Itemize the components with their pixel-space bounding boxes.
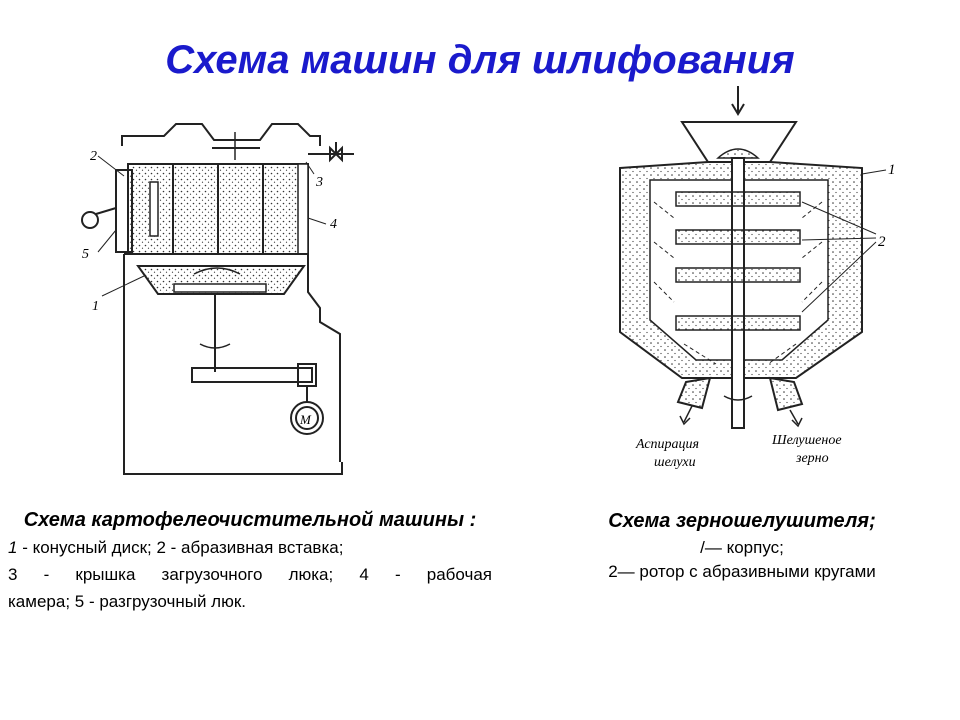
abrasive-discs [675, 191, 801, 331]
grain-huller-caption-title: Схема зерношелушителя; [608, 510, 876, 532]
working-chamber [127, 163, 309, 255]
potato-peeler-caption: Схема картофелеочистительной машины : 1 … [8, 506, 492, 615]
motor-label: M [299, 412, 312, 427]
caption-line-1-number: 1 [8, 538, 18, 557]
unloading-hatch [81, 169, 133, 253]
aspiration-label-line2: шелухи [654, 455, 696, 470]
water-valve [308, 142, 354, 163]
callout-label-1: 1 [888, 162, 896, 178]
grain-huller-diagram: 1 2 Аспирация шелухи Шелушеное зерно [600, 82, 900, 482]
conical-disc [136, 265, 306, 295]
caption-line-2: 3 - крышка загрузочного люка; 4 - рабоча… [8, 565, 492, 584]
callout-lines [97, 155, 327, 297]
callout-label-1: 1 [92, 299, 99, 314]
aspiration-outlet [676, 376, 712, 410]
caption-line-1: /— корпус; [700, 538, 784, 557]
potato-peeler-caption-title: Схема картофелеочистительной машины : [23, 509, 477, 531]
flow-arrows [653, 201, 823, 365]
caption-line-1-text: - конусный диск; 2 - абразивная вставка; [17, 538, 344, 557]
caption-line-3: камера; 5 - разгрузочный люк. [8, 592, 246, 611]
drive-shaft [191, 294, 324, 435]
potato-peeler-diagram: M 2 3 4 5 1 [72, 112, 372, 484]
callout-label-2: 2 [90, 149, 97, 164]
callout-label-4: 4 [330, 217, 337, 232]
grain-label-line2: зерно [795, 451, 829, 466]
grain-label-line1: Шелушеное [771, 433, 842, 448]
page-title: Схема машин для шлифования [165, 38, 795, 82]
callout-label-2: 2 [878, 234, 886, 250]
grain-outlet [768, 376, 804, 412]
callout-label-5: 5 [82, 247, 89, 262]
callout-label-3: 3 [315, 175, 323, 190]
loading-hatch-lid [121, 123, 321, 160]
machine-housing [123, 253, 343, 475]
outlet-arrows [679, 405, 803, 428]
callout-lines [801, 169, 887, 313]
caption-line-2: 2— ротор с абразивными кругами [608, 562, 876, 581]
aspiration-label-line1: Аспирация [635, 437, 699, 452]
rotor-shaft [716, 148, 760, 429]
caption-line-1: 1 - конусный диск; 2 - абразивная вставк… [8, 534, 492, 561]
grain-huller-caption: Схема зерношелушителя; /— корпус; 2— рот… [508, 506, 960, 584]
